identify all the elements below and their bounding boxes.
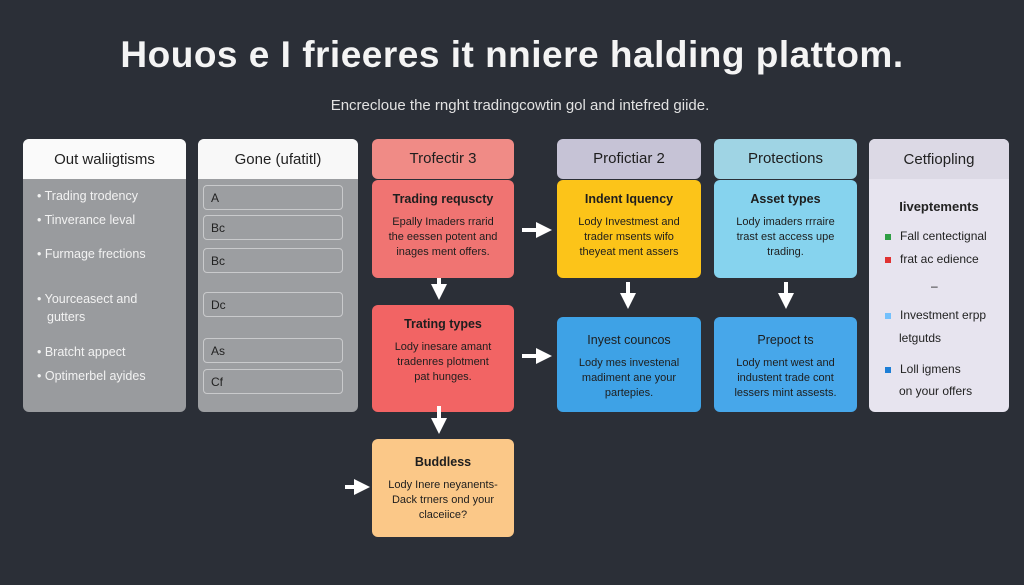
legend-item: on your offers <box>899 384 972 398</box>
list-item: gutters <box>47 310 86 324</box>
box-body-line: lessers mint assests. <box>734 387 837 399</box>
legend-label: letgutds <box>899 331 942 345</box>
box-asset-types: Asset types Lody imaders rrraire trast e… <box>714 180 857 278</box>
table-cell: Cf <box>203 369 343 394</box>
box-body-line: Lody Inere neyanents- <box>388 479 498 491</box>
box-body-line: partepies. <box>604 387 654 399</box>
green-square-icon <box>885 233 891 240</box>
legend-item: Loll igmens <box>885 362 961 376</box>
table-cell: Bc <box>203 215 343 240</box>
box-indent-iquency: Indent Iquency Lody Investmest and trade… <box>557 180 701 278</box>
column-subheader: Iiveptements <box>899 199 979 214</box>
box-body-line: Lody imaders rrraire <box>736 216 835 228</box>
column-cetfiopling: Cetfiopling Iiveptements Fall centectign… <box>869 139 1009 412</box>
table-cell: Bc <box>203 248 343 273</box>
column-gone: Gone (ufatitl) A Bc Bc Dc As Cf <box>198 139 358 412</box>
box-body-line: trading. <box>767 246 804 258</box>
legend-label: frat ac edience <box>900 252 979 266</box>
list-item: • Bratcht appect <box>37 345 126 359</box>
box-body-line: Dack trners ond your <box>391 494 495 506</box>
light-blue-square-icon <box>885 312 891 319</box>
list-item: • Trading trodency <box>37 189 138 203</box>
legend-item: Fall centectignal <box>885 229 987 243</box>
box-body-line: trader msents wifo <box>584 231 674 243</box>
column-header-trofectir: Trofectir 3 <box>372 139 514 179</box>
legend-item: – <box>931 279 938 293</box>
box-body-line: Lody Investmest and <box>578 216 680 228</box>
legend-label: Fall centectignal <box>900 229 987 243</box>
list-item: • Furmage frections <box>37 247 146 261</box>
box-body-line: tradenres plotment <box>397 356 489 368</box>
box-trading-requscty: Trading requscty Epally Imaders rrarid t… <box>372 180 514 278</box>
box-body-line: trast est access upe <box>736 231 835 243</box>
column-header: Cetfiopling <box>869 139 1009 179</box>
list-item: • Optimerbel ayides <box>37 369 146 383</box>
list-item: • Tinverance leval <box>37 213 136 227</box>
box-body-line: Lody ment west and <box>736 357 835 369</box>
legend-label: Loll igmens <box>900 362 961 376</box>
box-title: Prepoct ts <box>757 333 814 347</box>
legend-label: – <box>931 279 938 293</box>
box-body-line: industent trade cont <box>737 372 834 384</box>
box-body-line: inages ment offers. <box>396 246 490 258</box>
legend-item: frat ac edience <box>885 252 979 266</box>
list-item: • Yourceasect and <box>37 292 138 306</box>
box-body-line: claceiice? <box>418 509 468 521</box>
box-trating-types: Trating types Lody inesare amant tradenr… <box>372 305 514 412</box>
box-body-line: theyeat ment assers <box>579 246 679 258</box>
box-title: Asset types <box>750 192 821 206</box>
blue-square-icon <box>885 366 891 373</box>
box-body-line: the eessen potent and <box>388 231 498 243</box>
page-subtitle: Encrecloue the rnght tradingcowtin gol a… <box>330 97 710 114</box>
box-body-line: Lody inesare amant <box>394 341 492 353</box>
box-body-line: Lody mes investenal <box>578 357 680 369</box>
table-cell: Dc <box>203 292 343 317</box>
column-header: Out waliigtisms <box>23 139 186 179</box>
box-title: Indent Iquency <box>584 192 674 206</box>
box-title: Inyest councos <box>587 333 671 347</box>
box-buddless: Buddless Lody Inere neyanents- Dack trne… <box>372 439 514 537</box>
column-header: Gone (ufatitl) <box>198 139 358 179</box>
box-title: Buddless <box>414 455 472 469</box>
box-body-line: Epally Imaders rrarid <box>392 216 494 228</box>
box-title: Trating types <box>404 317 482 331</box>
column-header-protections: Protections <box>714 139 857 179</box>
legend-item: Investment erpp <box>885 308 986 322</box>
box-inyest-councos: Inyest councos Lody mes investenal madim… <box>557 317 701 412</box>
legend-item: letgutds <box>899 331 941 345</box>
legend-label: on your offers <box>899 384 973 398</box>
box-title: Trading requscty <box>392 192 494 206</box>
red-square-icon <box>885 256 891 263</box>
column-header-profictiar: Profictiar 2 <box>557 139 701 179</box>
column-out-waliigtisms: Out waliigtisms • Trading trodency • Tin… <box>23 139 186 412</box>
box-body-line: madiment ane your <box>581 372 677 384</box>
table-cell: A <box>203 185 343 210</box>
page-title: Houos e I frieeres it nniere halding pla… <box>120 34 904 75</box>
legend-label: Investment erpp <box>900 308 987 322</box>
table-cell: As <box>203 338 343 363</box>
box-body-line: pat hunges. <box>414 371 472 383</box>
box-prepoct-ts: Prepoct ts Lody ment west and industent … <box>714 317 857 412</box>
